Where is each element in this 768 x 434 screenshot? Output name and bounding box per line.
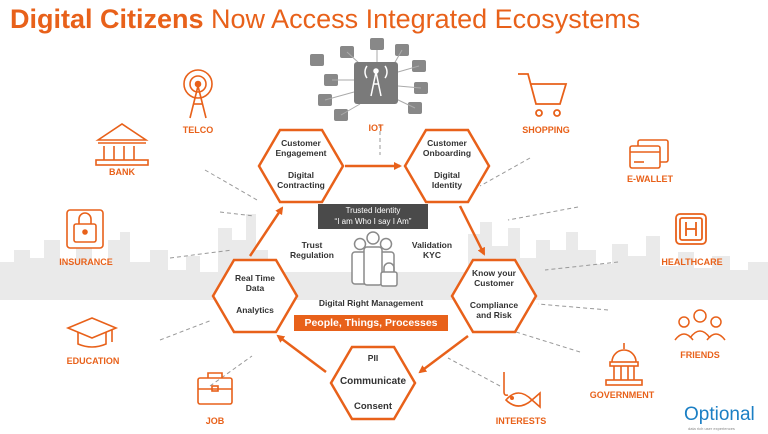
trust-line2: Regulation	[290, 250, 334, 261]
hex-onboarding-line4: Identity	[431, 180, 463, 191]
hex-engagement-subtitle: Digital Contracting	[262, 170, 340, 190]
government-label: GOVERNMENT	[589, 390, 655, 400]
hex-engagement-line4: Contracting	[277, 180, 325, 191]
people-things-processes-banner: People, Things, Processes	[294, 315, 448, 331]
hex-realtime-line1: Real Time	[234, 273, 275, 283]
hex-customer-engagement	[257, 128, 345, 204]
government-icon	[605, 343, 643, 386]
title-bold: Digital Citizens	[10, 4, 204, 34]
hex-onboarding-title: Customer Onboarding	[408, 138, 486, 158]
hex-kyc-line4: and Risk	[476, 310, 512, 321]
dashed-connectors	[159, 124, 619, 387]
optional-logo: Optional	[684, 404, 755, 425]
hex-engagement-title: Customer Engagement	[262, 138, 340, 158]
hex-pii	[329, 345, 417, 421]
insurance-lock-icon	[66, 209, 104, 249]
hex-kyc-subtitle: Compliance and Risk	[455, 300, 533, 320]
validation-kyc: Validation KYC	[400, 240, 464, 260]
hex-onboarding-line1: Customer	[427, 138, 467, 148]
hex-realtime-title: Real Time Data	[216, 273, 294, 293]
hex-customer-onboarding	[403, 128, 491, 204]
validation-line1: Validation	[411, 240, 453, 250]
center-lock-icon	[380, 262, 398, 287]
hex-onboarding-line2: Onboarding	[422, 148, 472, 159]
title-rest: Now Access Integrated Ecosystems	[203, 4, 641, 34]
trusted-identity-line2: “I am Who I say I Am”	[334, 217, 412, 226]
iot-label: IOT	[368, 123, 384, 133]
optional-logo-tagline: data rich user experiences	[688, 426, 735, 431]
iot-cluster	[310, 38, 428, 121]
shopping-cart-icon	[518, 73, 568, 117]
ewallet-label: E-WALLET	[627, 174, 673, 184]
friends-icon	[674, 309, 726, 341]
trust-line1: Trust	[301, 240, 323, 250]
cycle-arrows	[248, 162, 486, 374]
digital-right-management: Digital Right Management	[318, 298, 424, 308]
hex-pii-line2: Communicate	[339, 376, 407, 387]
bank-icon	[95, 123, 149, 166]
hex-know-your-customer	[450, 258, 538, 334]
hex-onboarding-line3: Digital	[434, 170, 460, 180]
hex-engagement-line2: Engagement	[275, 148, 327, 159]
validation-line2: KYC	[423, 250, 441, 261]
ewallet-icon	[629, 139, 669, 169]
hex-realtime-line3: Analytics	[236, 305, 274, 315]
hex-pii-line3: Consent	[354, 401, 392, 412]
hex-pii-line1: PII	[367, 353, 379, 363]
trusted-identity-line1: Trusted Identity	[345, 206, 401, 215]
hex-onboarding-subtitle: Digital Identity	[408, 170, 486, 190]
healthcare-label: HEALTHCARE	[661, 257, 723, 267]
hex-realtime-line2: Data	[245, 283, 265, 294]
bank-label: BANK	[109, 167, 135, 177]
iot-tower-icon	[364, 65, 388, 97]
telco-label: TELCO	[182, 125, 214, 135]
hex-engagement-line3: Digital	[288, 170, 314, 180]
interests-label: INTERESTS	[495, 416, 547, 426]
hex-kyc-title: Know your Customer	[455, 268, 533, 288]
healthcare-icon	[675, 213, 707, 245]
friends-label: FRIENDS	[680, 350, 720, 360]
trust-regulation: Trust Regulation	[282, 240, 342, 260]
insurance-label: INSURANCE	[59, 257, 113, 267]
job-briefcase-icon	[197, 372, 233, 405]
hex-engagement-line1: Customer	[281, 138, 321, 148]
telco-icon	[183, 69, 213, 119]
shopping-label: SHOPPING	[522, 125, 570, 135]
education-label: EDUCATION	[66, 356, 120, 366]
hex-kyc-line2: Customer	[474, 278, 514, 289]
hex-kyc-line3: Compliance	[469, 300, 519, 310]
education-cap-icon	[65, 317, 119, 348]
hexagons	[211, 128, 538, 421]
page-title: Digital Citizens Now Access Integrated E…	[10, 4, 640, 35]
hex-kyc-line1: Know your	[472, 268, 516, 278]
job-label: JOB	[205, 416, 225, 426]
hex-real-time-data	[211, 258, 299, 334]
interests-fish-icon	[503, 372, 541, 409]
trusted-identity-box: Trusted Identity “I am Who I say I Am”	[318, 204, 428, 229]
